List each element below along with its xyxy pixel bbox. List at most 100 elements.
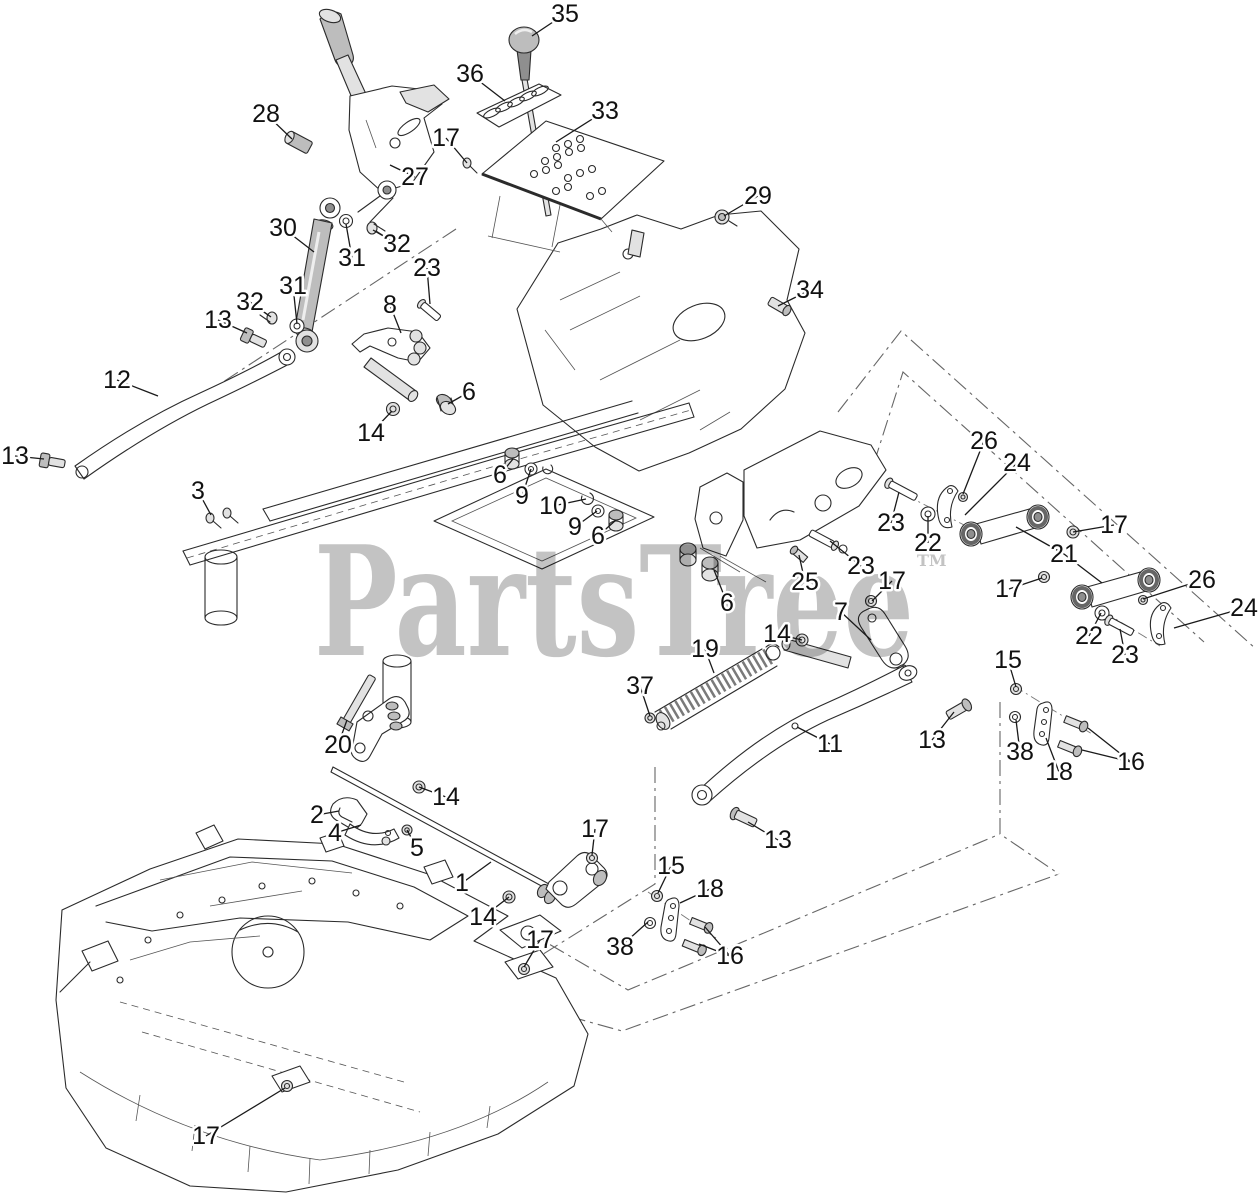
callout-leader-6 [713,569,728,604]
callout-label-26: 26 [970,427,998,455]
rubber-pad-36 [476,83,562,128]
callout-label-18: 18 [696,875,724,903]
callout-leader-21 [1015,526,1065,555]
callout-leader-16 [704,926,731,957]
screws-3 [205,507,239,529]
callout-leader-19 [704,648,715,674]
watermark-text: PartsTree [314,512,914,691]
callout-label-13: 13 [204,306,232,334]
mower-deck-drawing [55,824,589,1193]
lift-arms-and-rod [330,594,973,908]
callout-label-21: 21 [1050,540,1078,568]
callout-leader-17 [1072,524,1115,533]
callout-label-19: 19 [691,635,719,663]
callout-leader-3 [197,490,212,516]
clamp-2 [330,797,368,829]
link-21-upper [959,504,1050,547]
callout-label-6: 6 [493,461,507,489]
callout-leader-18 [679,888,711,904]
callout-label-38: 38 [606,933,634,961]
callout-label-10: 10 [539,492,567,520]
bracket-24-lower [1149,602,1172,646]
callout-label-8: 8 [383,291,397,319]
screw-25 [789,545,809,563]
callout-label-14: 14 [357,419,385,447]
callout-label-14: 14 [432,783,460,811]
bolt-13-upper [239,327,267,348]
callout-label-30: 30 [269,214,297,242]
callout-label-38: 38 [1006,738,1034,766]
callout-leader-17 [445,137,468,164]
callout-label-35: 35 [551,0,579,28]
callout-leader-23 [890,491,900,524]
watermark: PartsTree TM [314,512,947,691]
callout-label-3: 3 [191,477,205,505]
callout-leader-1 [461,861,492,884]
bolt-23-right-lower [1104,614,1135,636]
callout-leader-6 [447,391,470,405]
callout-label-2: 2 [310,801,324,829]
lever-20-assembly [336,674,410,762]
callout-label-23: 23 [877,509,905,537]
callout-leader-20 [337,719,348,746]
callout-label-14: 14 [469,903,497,931]
callout-label-25: 25 [791,568,819,596]
callout-label-17: 17 [581,815,609,843]
callout-leader-37 [639,685,651,717]
callout-label-5: 5 [410,834,424,862]
rod-end-crank [536,851,608,908]
callout-label-37: 37 [626,672,654,700]
callout-leader-18 [1045,737,1060,773]
bolt-23-upper [416,298,442,322]
callout-leader-10 [552,498,587,507]
callout-label-23: 23 [847,552,875,580]
callout-leader-11 [796,726,831,745]
callout-label-20: 20 [324,731,352,759]
callout-label-13: 13 [764,826,792,854]
callout-leader-6 [597,519,617,537]
callout-leader-34 [777,289,811,307]
callout-label-23: 23 [413,254,441,282]
callout-leader-29 [723,195,759,217]
callout-label-27: 27 [401,163,429,191]
callout-leader-23 [1119,628,1126,656]
callout-leader-14 [482,896,510,918]
callout-label-15: 15 [994,646,1022,674]
callout-leader-17 [1008,577,1043,590]
callout-label-29: 29 [744,182,772,210]
callout-leader-14 [370,410,393,434]
callout-leader-13 [217,319,248,334]
callout-label-22: 22 [914,529,942,557]
callout-leader-30 [282,227,315,253]
callout-label-7: 7 [834,598,848,626]
bolts-16-right [1057,715,1089,758]
callout-label-13: 13 [1,442,29,470]
callout-label-31: 31 [279,272,307,300]
callout-label-14: 14 [763,620,791,648]
callout-label-26: 26 [1188,566,1216,594]
callout-label-28: 28 [252,100,280,128]
callout-leader-17 [871,580,893,602]
callout-leader-27 [389,164,416,178]
callout-label-6: 6 [720,589,734,617]
callout-label-22: 22 [1075,622,1103,650]
bolt-13-left [38,452,66,469]
bellcrank-8 [351,327,457,417]
callout-label-17: 17 [192,1122,220,1150]
callout-leader-14 [776,633,803,641]
callout-leader-17 [591,828,596,856]
callout-leader-26 [962,440,985,495]
callout-leader-35 [531,13,566,37]
callout-label-32: 32 [236,288,264,316]
callout-label-17: 17 [878,567,906,595]
callout-leader-9 [574,510,598,528]
bushings-6-lower [679,542,719,582]
callout-leader-17 [205,1087,286,1137]
callout-label-32: 32 [383,230,411,258]
callout-leader-28 [265,113,293,140]
callout-leader-23 [829,540,862,567]
callout-label-23: 23 [1111,641,1139,669]
callout-leader-31 [345,223,353,259]
bolt-23-right-upper [884,477,918,501]
callout-leader-23 [426,267,431,305]
